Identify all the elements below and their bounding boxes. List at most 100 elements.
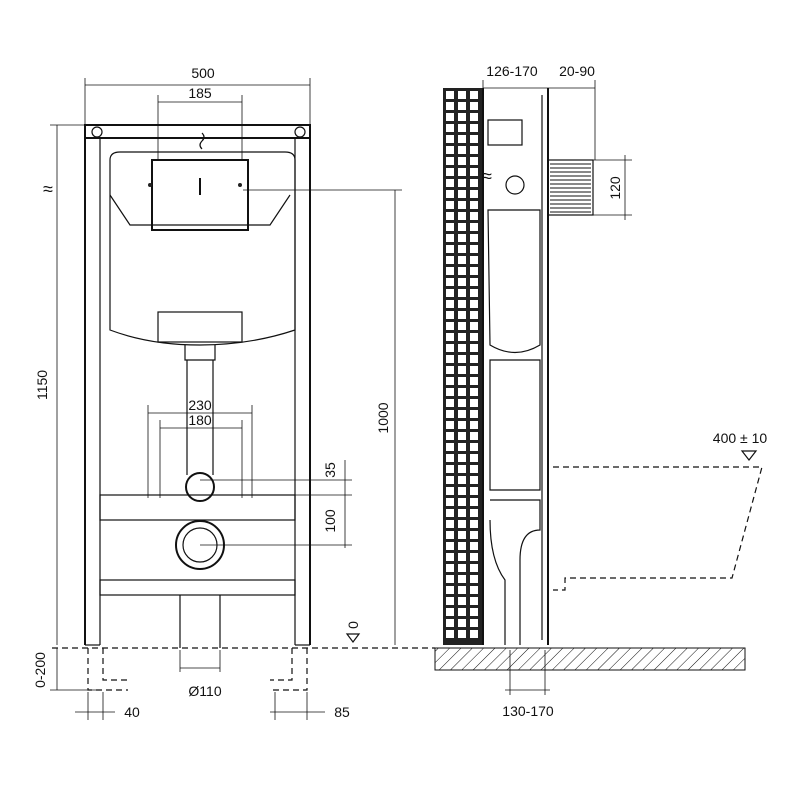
wall-tile	[446, 201, 454, 209]
wall-tile	[446, 267, 454, 275]
wall-tile	[458, 355, 466, 363]
wall-tile	[458, 597, 466, 605]
wall-tile	[458, 399, 466, 407]
dim-offset-drain: 100	[322, 509, 338, 533]
front-view: 500 185 1150 ≈ 230 180 1000	[32, 65, 435, 720]
wall-tile	[470, 146, 478, 154]
wall-tile	[470, 597, 478, 605]
wall-tile	[458, 322, 466, 330]
wall-tile	[446, 630, 454, 638]
wall-tile	[458, 311, 466, 319]
wall-tile	[446, 311, 454, 319]
water-symbol: ≈	[43, 179, 53, 199]
wall-tile	[458, 366, 466, 374]
wall-tile	[470, 190, 478, 198]
wall-tile	[446, 432, 454, 440]
dimension-130-170: 130-170	[502, 650, 554, 719]
wall-tile	[458, 454, 466, 462]
dim-leg-right: 85	[334, 704, 350, 720]
wall-tile	[446, 465, 454, 473]
wall-tile	[446, 113, 454, 121]
wall-tile	[458, 619, 466, 627]
wall-tile	[446, 91, 454, 99]
wall-tile	[470, 465, 478, 473]
dim-width-plate: 185	[188, 85, 212, 101]
wall-tile	[446, 102, 454, 110]
dim-flange-height: 120	[607, 176, 623, 200]
wall-tile	[470, 157, 478, 165]
wall-tile	[458, 531, 466, 539]
wall-tile	[458, 300, 466, 308]
wall-tile	[446, 531, 454, 539]
floor	[434, 647, 746, 671]
wall-tiles	[443, 88, 483, 645]
wall-tile	[446, 190, 454, 198]
dimension-20-90: 20-90	[548, 63, 596, 160]
wall-tile	[458, 168, 466, 176]
wall-tile	[470, 410, 478, 418]
dim-wall-offset: 20-90	[559, 63, 595, 79]
wall-tile	[470, 443, 478, 451]
wall-tile	[458, 487, 466, 495]
wall-tile	[470, 377, 478, 385]
wall-tile	[446, 597, 454, 605]
floor-level-label: 0	[345, 621, 361, 629]
dim-offset-top: 35	[322, 462, 338, 478]
wall-tile	[470, 520, 478, 528]
wall-tile	[446, 322, 454, 330]
wall-flange	[547, 159, 594, 216]
wall-tile	[470, 432, 478, 440]
wall-tile	[446, 388, 454, 396]
side-view: ≈ 126-170 20-90 120 400 ± 10	[434, 63, 767, 719]
cistern	[109, 151, 296, 361]
legs-adjust: 0-200 40 Ø110 85	[32, 648, 350, 720]
wall-tile	[446, 608, 454, 616]
wall-tile	[470, 201, 478, 209]
wall-tile	[470, 234, 478, 242]
wall-tile	[446, 586, 454, 594]
wall-tile	[470, 113, 478, 121]
dim-depth-frame: 126-170	[486, 63, 538, 79]
wall-tile	[446, 124, 454, 132]
dim-width-total: 500	[191, 65, 215, 81]
wall-tile	[446, 410, 454, 418]
dim-drain-diameter: Ø110	[188, 683, 221, 699]
wall-tile	[470, 586, 478, 594]
wall-tile	[446, 223, 454, 231]
wall-tile	[446, 146, 454, 154]
toilet-bowl: 400 ± 10	[553, 430, 767, 591]
wall-tile	[458, 212, 466, 220]
wall-tile	[470, 223, 478, 231]
wall-tile	[446, 179, 454, 187]
wall-tile	[470, 564, 478, 572]
wall-tile	[458, 377, 466, 385]
wall-tile	[446, 245, 454, 253]
wall-tile	[470, 344, 478, 352]
floor-level-marker: 0	[52, 621, 435, 649]
frame	[84, 124, 311, 646]
wall-tile	[470, 575, 478, 583]
wall-tile	[458, 553, 466, 561]
wall-tile	[470, 91, 478, 99]
wall-tile	[446, 443, 454, 451]
wall-tile	[470, 267, 478, 275]
wall-tile	[470, 333, 478, 341]
wall-tile	[446, 289, 454, 297]
wall-tile	[470, 476, 478, 484]
wall-tile	[458, 443, 466, 451]
wall-tile	[470, 630, 478, 638]
wall-tile	[470, 366, 478, 374]
wall-tile	[470, 311, 478, 319]
wall-tile	[458, 509, 466, 517]
wall-tile	[470, 454, 478, 462]
wall-tile	[446, 509, 454, 517]
wall-tile	[458, 608, 466, 616]
wall-tile	[470, 553, 478, 561]
wall-tile	[446, 256, 454, 264]
dim-bolt-outer: 230	[188, 397, 212, 413]
wall-tile	[446, 300, 454, 308]
wall-tile	[470, 289, 478, 297]
wall-tile	[470, 245, 478, 253]
wall-tile	[458, 91, 466, 99]
